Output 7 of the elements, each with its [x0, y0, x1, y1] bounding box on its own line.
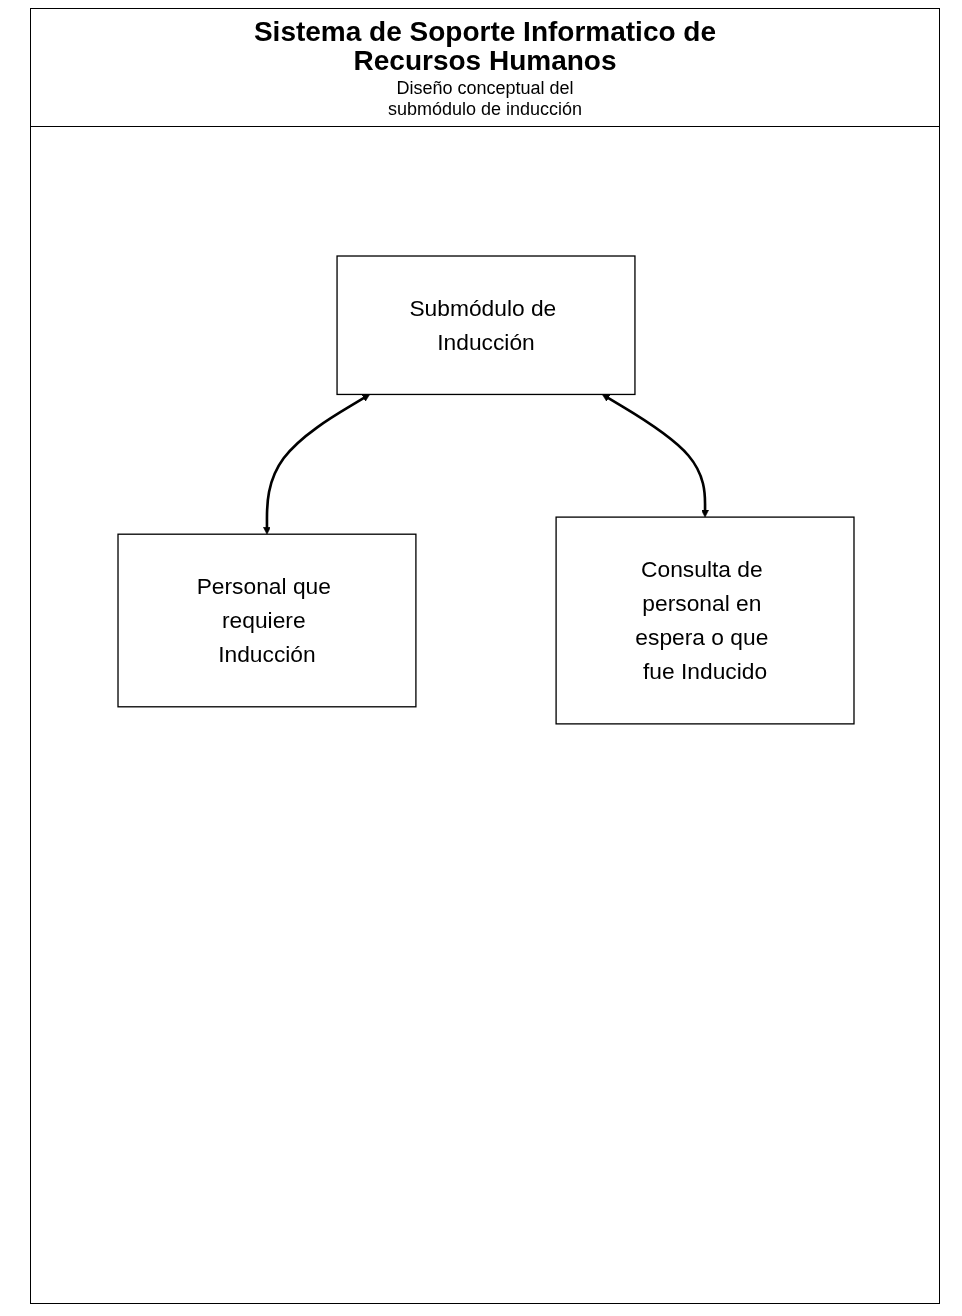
- arrow: [263, 394, 370, 535]
- diagram-title: Sistema de Soporte Informatico de Recursos Humanos: [252, 17, 718, 76]
- node-box: Personal que requiere Inducción: [117, 533, 417, 708]
- node-box: Consulta de personal en espera o que fue Inducido: [555, 516, 855, 725]
- node-box: Submódulo de Inducción: [336, 255, 636, 396]
- subtitle-text: Diseño conceptual del submódulo de inducción: [386, 77, 584, 120]
- arrow: [602, 394, 709, 518]
